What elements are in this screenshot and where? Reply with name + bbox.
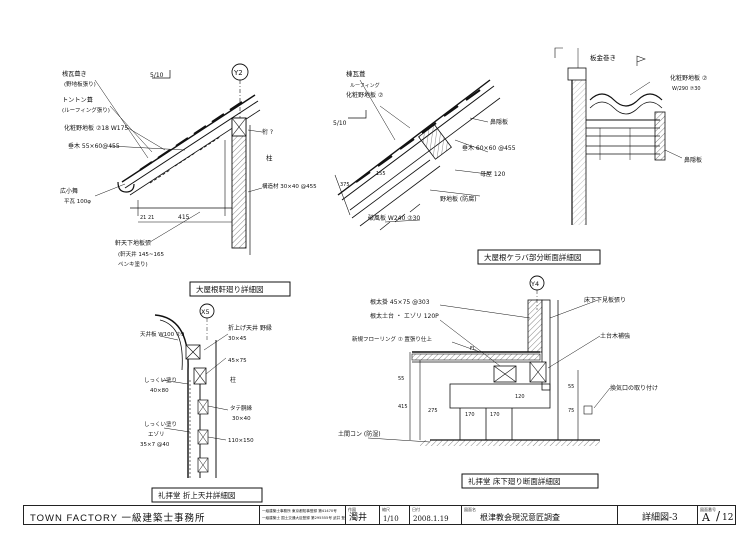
floor-note-1: 根太掛 45×75 @303 xyxy=(370,298,430,306)
verge-note-8: 破風板 W240 ⑦30 xyxy=(368,214,420,222)
date-label: 日付 xyxy=(412,507,420,512)
floor-dim-120: 120 xyxy=(515,394,525,400)
eave-note-2: (野地板張り) xyxy=(64,80,96,88)
verge-note-5: 垂木 60×60 @455 xyxy=(462,144,516,152)
detail-ceiling: X5 天井板 W100 ⑦9 折上げ天井 野縁 30×45 45×75 柱 xyxy=(140,303,272,503)
ceiling-note-4: 45×75 xyxy=(228,358,247,364)
detail-floor: Y4 55 415 275 170 170 120 55 xyxy=(338,275,658,489)
verge-note-2: ルーフィング xyxy=(350,82,380,89)
eave-note-6: 垂木 55×60@455 xyxy=(68,142,120,150)
verge-dim-375: 375 xyxy=(340,182,350,188)
project-label: 図面名 xyxy=(464,507,476,512)
eave-note-7: 広小舞 xyxy=(60,187,78,195)
eave-grid-mark: Y2 xyxy=(233,69,243,77)
eave-note-4: (ルーフィング張り) xyxy=(62,106,110,114)
floor-dim-170b: 170 xyxy=(490,412,500,418)
verge-note-12: 鼻隠板 xyxy=(684,156,702,164)
ceiling-note-13: 110×150 xyxy=(228,438,254,444)
ceiling-grid-mark: X5 xyxy=(201,308,210,316)
detail-eave: 415 21 21 5/10 Y2 桟瓦葺き (野地板張り) トントン葺 (ルー… xyxy=(60,63,317,297)
drawing-number-page: 12 xyxy=(722,513,734,523)
project-value: 根津教会現況意匠調査 xyxy=(480,513,560,522)
eave-note-13: 軒天下地板張 xyxy=(115,239,151,247)
drawn-by-value: 濁井 xyxy=(349,513,368,523)
eave-note-11: 桁 ? xyxy=(262,128,273,136)
registration-cell: 一級建築士事務所 東京都知事登録 第41470号 一級建築士 国土交通大臣登録 … xyxy=(260,506,346,524)
verge-note-6: 母屋 120 xyxy=(480,171,506,178)
scale-cell: 縮尺 1/10 xyxy=(380,506,410,524)
floor-dim-275: 275 xyxy=(428,408,438,414)
eave-slope: 5/10 xyxy=(150,72,164,79)
floor-note-4: FL xyxy=(470,346,476,352)
drawn-by-label: 作図 xyxy=(348,507,356,512)
verge-note-1: 棟瓦葺 xyxy=(346,69,366,78)
drawing-number-label: 図面番号 xyxy=(700,507,716,512)
verge-note-11: W/290 ⑦30 xyxy=(672,86,701,92)
eave-title: 大屋根軒廻り詳細図 xyxy=(196,284,264,294)
floor-note-8: 土間コン (防湿) xyxy=(338,430,381,438)
floor-dim-55: 55 xyxy=(398,376,404,382)
floor-note-7: 換気口の取り付け xyxy=(610,384,658,392)
floor-grid-mark: Y4 xyxy=(530,280,539,288)
verge-note-3: 化粧野地板 ⑦ xyxy=(346,91,384,99)
title-block: TOWN FACTORY 一級建築士事務所 一級建築士事務所 東京都知事登録 第… xyxy=(23,505,736,525)
ceiling-note-9: 30×40 xyxy=(232,416,251,422)
floor-note-5: 床下下見板張り xyxy=(584,296,626,304)
ceiling-note-7: 40×80 xyxy=(150,388,169,394)
ceiling-note-3: 30×45 xyxy=(228,336,247,342)
floor-dim-75: 75 xyxy=(568,408,574,414)
verge-title: 大屋根ケラバ部分断面詳細図 xyxy=(484,252,581,262)
drawing-name-cell: 詳細図-3 xyxy=(618,506,698,524)
drawing-number-cell: 図面番号 A / 12 xyxy=(698,506,735,524)
ceiling-note-11: エゾリ xyxy=(148,431,165,438)
date-value: 2008.1.19 xyxy=(413,515,449,523)
ceiling-note-12: 35×7 @40 xyxy=(140,442,170,448)
verge-note-4: 鼻隠板 xyxy=(490,118,508,126)
eave-note-15: ペンキ塗り) xyxy=(118,260,148,268)
eave-note-14: (軒天井 145~165 xyxy=(118,250,164,258)
detail-verge: 375 155 5/10 棟瓦葺 ルーフィング 化粧野地板 ⑦ 鼻隠板 垂木 6… xyxy=(333,47,708,265)
date-cell: 日付 2008.1.19 xyxy=(410,506,462,524)
eave-note-5: 化粧野地板 ⑦18 W175 xyxy=(64,124,128,132)
ceiling-note-6: しっくい塗り xyxy=(144,376,177,384)
eave-note-1: 桟瓦葺き xyxy=(62,70,87,78)
verge-slope: 5/10 xyxy=(333,120,347,127)
firm-name: TOWN FACTORY 一級建築士事務所 xyxy=(30,513,206,524)
firm-cell: TOWN FACTORY 一級建築士事務所 xyxy=(24,506,260,524)
project-cell: 図面名 根津教会現況意匠調査 xyxy=(462,506,618,524)
verge-dim-155: 155 xyxy=(376,171,386,177)
eave-note-3: トントン葺 xyxy=(62,96,93,104)
eave-note-8: 平瓦 100φ xyxy=(64,198,91,205)
drawing-name: 詳細図-3 xyxy=(642,513,678,523)
floor-dim-170: 170 xyxy=(465,412,475,418)
floor-title: 礼拝堂 床下廻り断面詳細図 xyxy=(468,476,560,486)
eave-dim-21: 21 21 xyxy=(140,215,154,221)
registration-line-1: 一級建築士事務所 東京都知事登録 第41470号 xyxy=(262,509,337,513)
scale-label: 縮尺 xyxy=(382,507,390,512)
ceiling-note-5: 柱 xyxy=(230,376,236,384)
floor-dim-415: 415 xyxy=(398,404,408,410)
ceiling-note-10: しっくい塗り xyxy=(144,420,177,428)
eave-note-12: 構造材 30×40 @455 xyxy=(262,182,317,190)
floor-note-3: 新規フローリング ⑦ 置張り仕上 xyxy=(352,335,432,343)
drawing-number-slash: / xyxy=(716,509,721,523)
registration-line-2: 一級建築士 国土交通大臣登録 第295555号 武井 登 xyxy=(262,516,345,520)
verge-note-9: 板金巻き xyxy=(590,53,616,62)
verge-note-10: 化粧野地板 ⑦ xyxy=(670,74,708,82)
drawn-by-cell: 作図 濁井 xyxy=(346,506,380,524)
floor-note-2: 根太土台 ・ エゾリ 120P xyxy=(370,312,439,320)
floor-dim-55b: 55 xyxy=(568,384,574,390)
scale-value: 1/10 xyxy=(383,515,399,523)
ceiling-note-8: タテ胴縁 xyxy=(230,404,253,412)
ceiling-note-1: 天井板 W100 ⑦9 xyxy=(140,330,185,338)
drawing-number-letter: A xyxy=(702,511,710,524)
verge-note-7: 野地板 (防腐) xyxy=(440,195,477,203)
ceiling-note-2: 折上げ天井 野縁 xyxy=(228,324,272,332)
eave-note-9: 柱 xyxy=(266,153,273,162)
eave-dim-415: 415 xyxy=(178,214,190,221)
floor-note-6: 土台木補強 xyxy=(600,332,630,340)
ceiling-title: 礼拝堂 折上天井詳細図 xyxy=(158,490,235,500)
